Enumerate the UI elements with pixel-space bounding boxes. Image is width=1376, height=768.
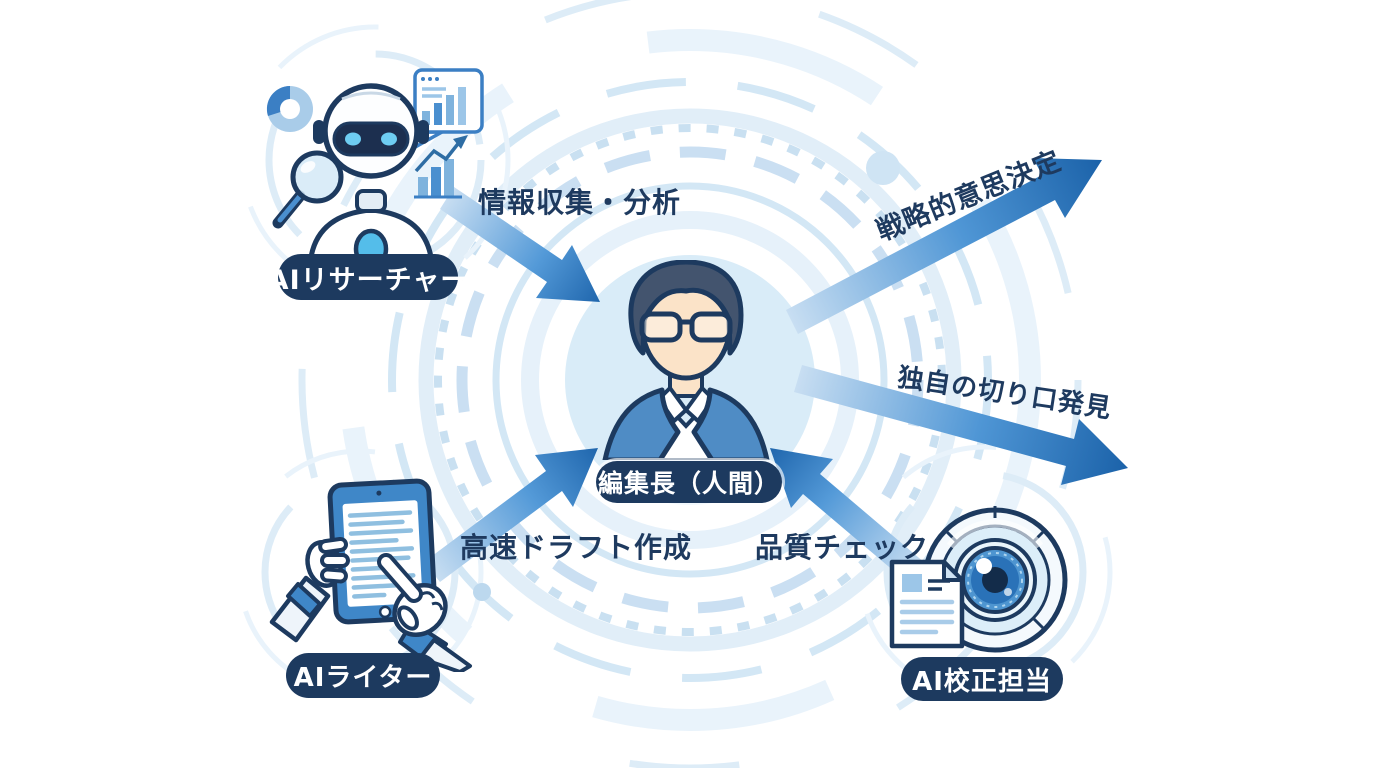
pie-chart-icon — [266, 85, 313, 132]
node-label-proofreader: AI校正担当 — [901, 657, 1063, 701]
arrow-strategy-outward — [786, 158, 1102, 334]
glasses-icon — [639, 311, 733, 343]
right-robot-hand-icon — [377, 553, 472, 672]
camera-eye-document-icon — [889, 506, 1068, 653]
node-label-writer: AIライター — [286, 653, 440, 698]
left-robot-hand-icon — [269, 536, 350, 643]
arrow-research-to-editor — [440, 187, 600, 302]
robot-hands-tablet-icon — [269, 478, 472, 672]
arrow-quality-to-editor — [770, 448, 925, 583]
flow-label-research: 情報収集・分析 — [478, 186, 682, 219]
flow-label-quality: 品質チェック — [755, 531, 930, 564]
arrow-unique-outward — [794, 365, 1128, 485]
person-icon — [602, 260, 770, 460]
arrow-draft-to-editor — [424, 448, 598, 582]
node-label-researcher: AIリサーチャー — [268, 254, 467, 300]
magnifier-icon — [272, 150, 344, 229]
robot-magnifier-icon — [266, 68, 484, 265]
document-icon — [889, 559, 965, 649]
robot-icon — [307, 83, 435, 265]
flow-arrows — [424, 158, 1128, 583]
node-label-editor: 編集長（人間） — [596, 461, 782, 503]
camera-eye-icon — [922, 506, 1068, 653]
circuit-dot — [473, 583, 491, 601]
flow-label-draft: 高速ドラフト作成 — [460, 531, 693, 564]
human-editor-icon — [602, 260, 770, 460]
trend-chart-icon — [414, 135, 468, 199]
circuit-dot — [866, 151, 900, 185]
